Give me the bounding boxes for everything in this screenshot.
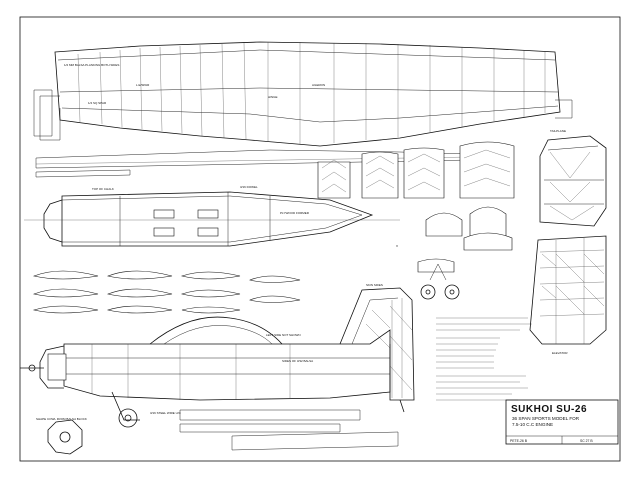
notes-block	[436, 317, 532, 401]
title-block	[505, 399, 619, 445]
fuselage-top-label: TOP OF CHALK	[92, 187, 114, 191]
title-footer-right: SC 27 B	[580, 439, 593, 443]
title-line2: 7.5-10 C.C ENGINE	[512, 422, 553, 427]
wing-plan-view	[33, 41, 573, 147]
fuselage-side-view	[20, 287, 415, 428]
wing-ribs	[32, 270, 301, 314]
undercarriage-label: 3/16 STEEL WIRE U/C	[150, 411, 182, 415]
view-ref-label: X	[396, 244, 398, 248]
tailplane-plan-view	[529, 135, 607, 345]
cowl-front-view	[47, 419, 83, 455]
fuselage-strip-parts	[179, 409, 399, 451]
title-line1: 36 SPAN SPORTS MODEL FOR	[512, 416, 580, 421]
title-text: SUKHOI SU-26	[511, 404, 587, 415]
fuselage-dowel-label: 3/16 DOWEL	[240, 185, 258, 189]
wing-hinge-label: HINGE	[268, 95, 278, 99]
fuselage-side-label: SIDES OF 3/32 BALSA	[282, 359, 313, 363]
tail-skin-label: LEFT SIDE NOT SHOWN	[266, 333, 301, 337]
fuselage-plywood-label: PLYWOOD FORMER	[280, 211, 310, 215]
fin-note-label: SKIN SIDES	[366, 283, 383, 287]
elevator-label: ELEVATOR	[552, 351, 568, 355]
title-footer-left: PETE-26 B	[510, 439, 528, 443]
cowl-label: SHAPE COWL FROM BALSA BLOCK	[36, 417, 87, 421]
sheet-border	[19, 16, 621, 462]
aileron-label: AILERON	[312, 83, 325, 87]
wing-leading-edge-label: L.E/SPAR	[136, 83, 150, 87]
fuselage-formers	[317, 141, 515, 300]
tailplane-label: TAILPLANE	[550, 129, 566, 133]
wing-spar-label: 1/4 SQ SPAR	[88, 101, 107, 105]
fuselage-top-view	[24, 191, 400, 247]
wing-note-label: 1/2 MM BALSA PLANKING BOTH SIDES	[64, 63, 119, 67]
